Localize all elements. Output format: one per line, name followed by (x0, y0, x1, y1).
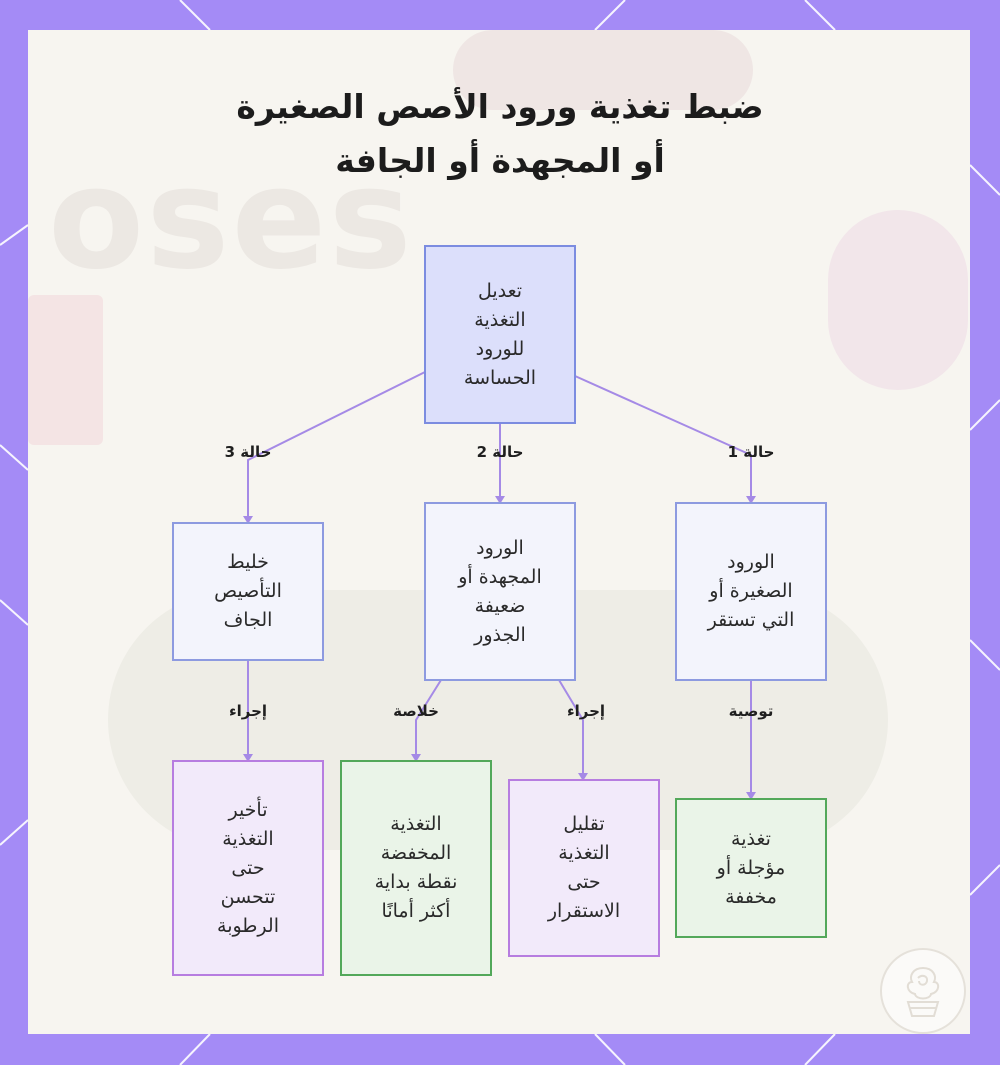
root-node-label: تعديل التغذية للورود الحساسة (463, 279, 537, 389)
diagram-title: ضبط تغذية ورود الأصص الصغيرة أو المجهدة … (0, 80, 1000, 188)
case1-node: الورود الصغيرة أو التي تستقر (675, 502, 827, 681)
result-delay-feeding-node: تأخير التغذية حتى تتحسن الرطوبة (172, 760, 324, 976)
edge-arrowhead (411, 754, 421, 762)
edge-label-action-res3: إجراء (228, 702, 268, 720)
edge-label-case2: حالة 2 (476, 443, 524, 461)
case2-node-label: الورود المجهدة أو ضعيفة الجذور (458, 536, 542, 646)
case2-node: الورود المجهدة أو ضعيفة الجذور (424, 502, 576, 681)
result-deferred-diluted-node: تغذية مؤجلة أو مخففة (675, 798, 827, 938)
background-blur (28, 295, 103, 445)
edge-label-action-res2a: إجراء (566, 702, 606, 720)
result-reduced-feeding-node: التغذية المخفضة نقطة بداية أكثر أمانًا (340, 760, 492, 976)
edge-arrowhead (243, 754, 253, 762)
edge-arrowhead (243, 516, 253, 524)
edge-arrowhead (746, 496, 756, 504)
result-delay-feeding-label: تأخير التغذية حتى تتحسن الرطوبة (217, 798, 279, 937)
edge-root-case1 (574, 375, 752, 502)
rose-logo-icon (880, 948, 966, 1034)
edge-case2-res2b (415, 679, 442, 760)
result-reduce-until-stable-node: تقليل التغذية حتى الاستقرار (508, 779, 660, 957)
edge-label-recommendation-res1: توصية (728, 702, 774, 720)
background-blur (453, 30, 753, 110)
edge-label-case1: حالة 1 (727, 443, 775, 461)
case3-node-label: خليط التأصيص الجاف (214, 551, 282, 631)
edge-label-case3: حالة 3 (224, 443, 272, 461)
edge-label-conclusion-res2b: خلاصة (393, 702, 439, 720)
edge-root-case3 (247, 371, 426, 522)
edge-arrowhead (495, 496, 505, 504)
title-line-2: أو المجهدة أو الجافة (335, 141, 665, 180)
title-line-1: ضبط تغذية ورود الأصص الصغيرة (236, 87, 764, 126)
result-deferred-diluted-label: تغذية مؤجلة أو مخففة (716, 827, 786, 908)
edge-arrowhead (746, 792, 756, 800)
background-blur (828, 210, 968, 390)
edge-arrowhead (578, 773, 588, 781)
edge-case2-res2a (558, 679, 584, 779)
result-reduce-until-stable-label: تقليل التغذية حتى الاستقرار (547, 813, 621, 922)
background-watermark-text: oses (48, 138, 414, 301)
root-node: تعديل التغذية للورود الحساسة (424, 245, 576, 424)
case3-node: خليط التأصيص الجاف (172, 522, 324, 661)
case1-node-label: الورود الصغيرة أو التي تستقر (707, 551, 795, 631)
result-reduced-feeding-label: التغذية المخفضة نقطة بداية أكثر أمانًا (374, 813, 458, 922)
